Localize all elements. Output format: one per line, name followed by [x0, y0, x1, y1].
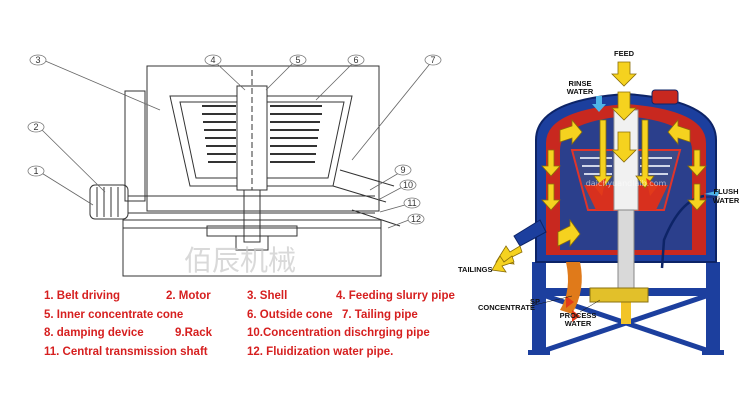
callout-3: 3 [35, 55, 40, 65]
callout-10: 10 [403, 180, 413, 190]
rack-base [122, 219, 382, 277]
flush-water-arrow [704, 190, 720, 196]
red-flow-arrows [566, 178, 658, 322]
label-flush-water-2: WATER [713, 196, 740, 205]
legend-item-1: 1. Belt driving [44, 290, 121, 302]
callout-4: 4 [210, 55, 215, 65]
callout-numbers: 3 2 1 4 5 6 7 9 10 11 12 [33, 55, 435, 224]
callout-5: 5 [295, 55, 300, 65]
legend-item-3: 3. Shell [247, 290, 288, 302]
legend-item-9: 9.Rack [175, 327, 213, 339]
label-concentrate-sup: SP [530, 297, 540, 306]
legend-item-4: 4. Feeding slurry pipe [336, 290, 455, 302]
legend-item-8: 8. damping device [44, 327, 144, 339]
callout-1: 1 [33, 166, 38, 176]
legend-item-6: 6. Outside cone [247, 309, 333, 321]
callout-7: 7 [430, 55, 435, 65]
rinse-water-arrow [592, 96, 606, 112]
left-schematic [89, 65, 401, 277]
feed-arrow [611, 61, 637, 87]
right-labels: FEED RINSE WATER FLUSH WATER TAILINGS CO… [458, 49, 740, 328]
right-cutaway [513, 89, 724, 355]
label-process-water-1: PROCESS [560, 311, 597, 320]
motor [89, 184, 129, 220]
label-process-water-2: WATER [565, 319, 592, 328]
shell-outline [146, 65, 380, 212]
legend-item-10: 10.Concentration dischrging pipe [247, 327, 430, 339]
legend-item-12: 12. Fluidization water pipe. [247, 346, 394, 358]
flow-arrows [491, 61, 707, 273]
legend-item-2: 2. Motor [166, 290, 211, 302]
label-flush-water-1: FLUSH [714, 187, 739, 196]
callout-6: 6 [353, 55, 358, 65]
callout-markers [27, 54, 442, 225]
legend-item-5: 5. Inner concentrate cone [44, 309, 184, 321]
callout-2: 2 [33, 122, 38, 132]
callout-9: 9 [400, 165, 405, 175]
callout-12: 12 [411, 214, 421, 224]
label-rinse-water-1: RINSE [569, 79, 592, 88]
blue-water-arrows [592, 96, 720, 196]
label-concentrate: CONCENTRATE [478, 303, 535, 312]
callout-11: 11 [407, 198, 416, 208]
label-rinse-water-2: WATER [567, 87, 594, 96]
feed-arrow-inner [611, 91, 637, 121]
label-feed: FEED [614, 49, 635, 58]
callouts [39, 59, 434, 229]
legend-item-11: 11. Central transmission shaft [44, 346, 208, 358]
watermark-url: daichyuandlaib.com [586, 179, 667, 188]
label-tailings: TAILINGS [458, 265, 492, 274]
watermark-logo: 佰辰机械 [184, 244, 296, 277]
legend-item-7: 7. Tailing pipe [342, 309, 418, 321]
